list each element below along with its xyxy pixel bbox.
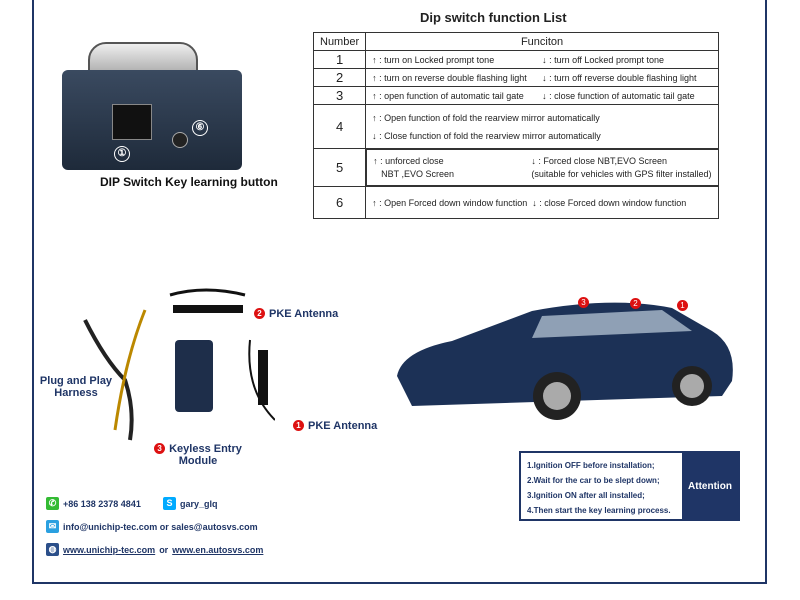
- key-learning-button: [172, 132, 188, 148]
- attention-step: 3.Ignition ON after all installed;: [527, 491, 645, 500]
- table-row: 6↑ : Open Forced down window function ↓ …: [312, 186, 719, 219]
- car-marker-2: 2: [630, 298, 641, 309]
- table-title: Dip switch function List: [420, 10, 567, 25]
- table-row: 2↑ : turn on reverse double flashing lig…: [312, 68, 719, 87]
- table-row: 4↑ : Open function of fold the rearview …: [312, 104, 719, 149]
- table-row: 1↑ : turn on Locked prompt tone↓ : turn …: [312, 50, 719, 69]
- web-link-2[interactable]: www.en.autosvs.com: [172, 544, 264, 555]
- attention-title: Attention: [682, 453, 738, 519]
- whatsapp-icon: ✆: [46, 497, 59, 510]
- attention-step: 2.Wait for the car to be slept down;: [527, 476, 660, 485]
- attention-step: 4.Then start the key learning process.: [527, 506, 671, 515]
- attention-step: 1.Ignition OFF before installation;: [527, 461, 655, 470]
- harness-label: Plug and Play Harness: [39, 375, 113, 399]
- car-image: [397, 302, 733, 420]
- email-contact: ✉info@unichip-tec.com or sales@autosvs.c…: [46, 520, 258, 533]
- web-link-1[interactable]: www.unichip-tec.com: [63, 544, 156, 555]
- table-row: 3↑ : open function of automatic tail gat…: [312, 86, 719, 105]
- device-caption: DIP Switch Key learning button: [100, 175, 278, 189]
- dip-device-image: [62, 70, 242, 170]
- attention-box: 1.Ignition OFF before installation; 2.Wa…: [519, 451, 740, 521]
- mail-icon: ✉: [46, 520, 59, 533]
- globe-icon: ◍: [46, 543, 59, 556]
- header-function: Funciton: [365, 32, 719, 51]
- car-marker-1: 1: [677, 300, 688, 311]
- skype-icon: S: [163, 497, 176, 510]
- header-number: Number: [312, 32, 367, 51]
- marker-1: ①: [114, 146, 130, 162]
- phone-contact: ✆+86 138 2378 4841: [46, 497, 141, 510]
- page-frame: [32, 0, 767, 584]
- marker-6: ⑥: [192, 120, 208, 136]
- dip-switch: [112, 104, 152, 140]
- car-marker-3: 3: [578, 297, 589, 308]
- harness-image: [83, 288, 275, 441]
